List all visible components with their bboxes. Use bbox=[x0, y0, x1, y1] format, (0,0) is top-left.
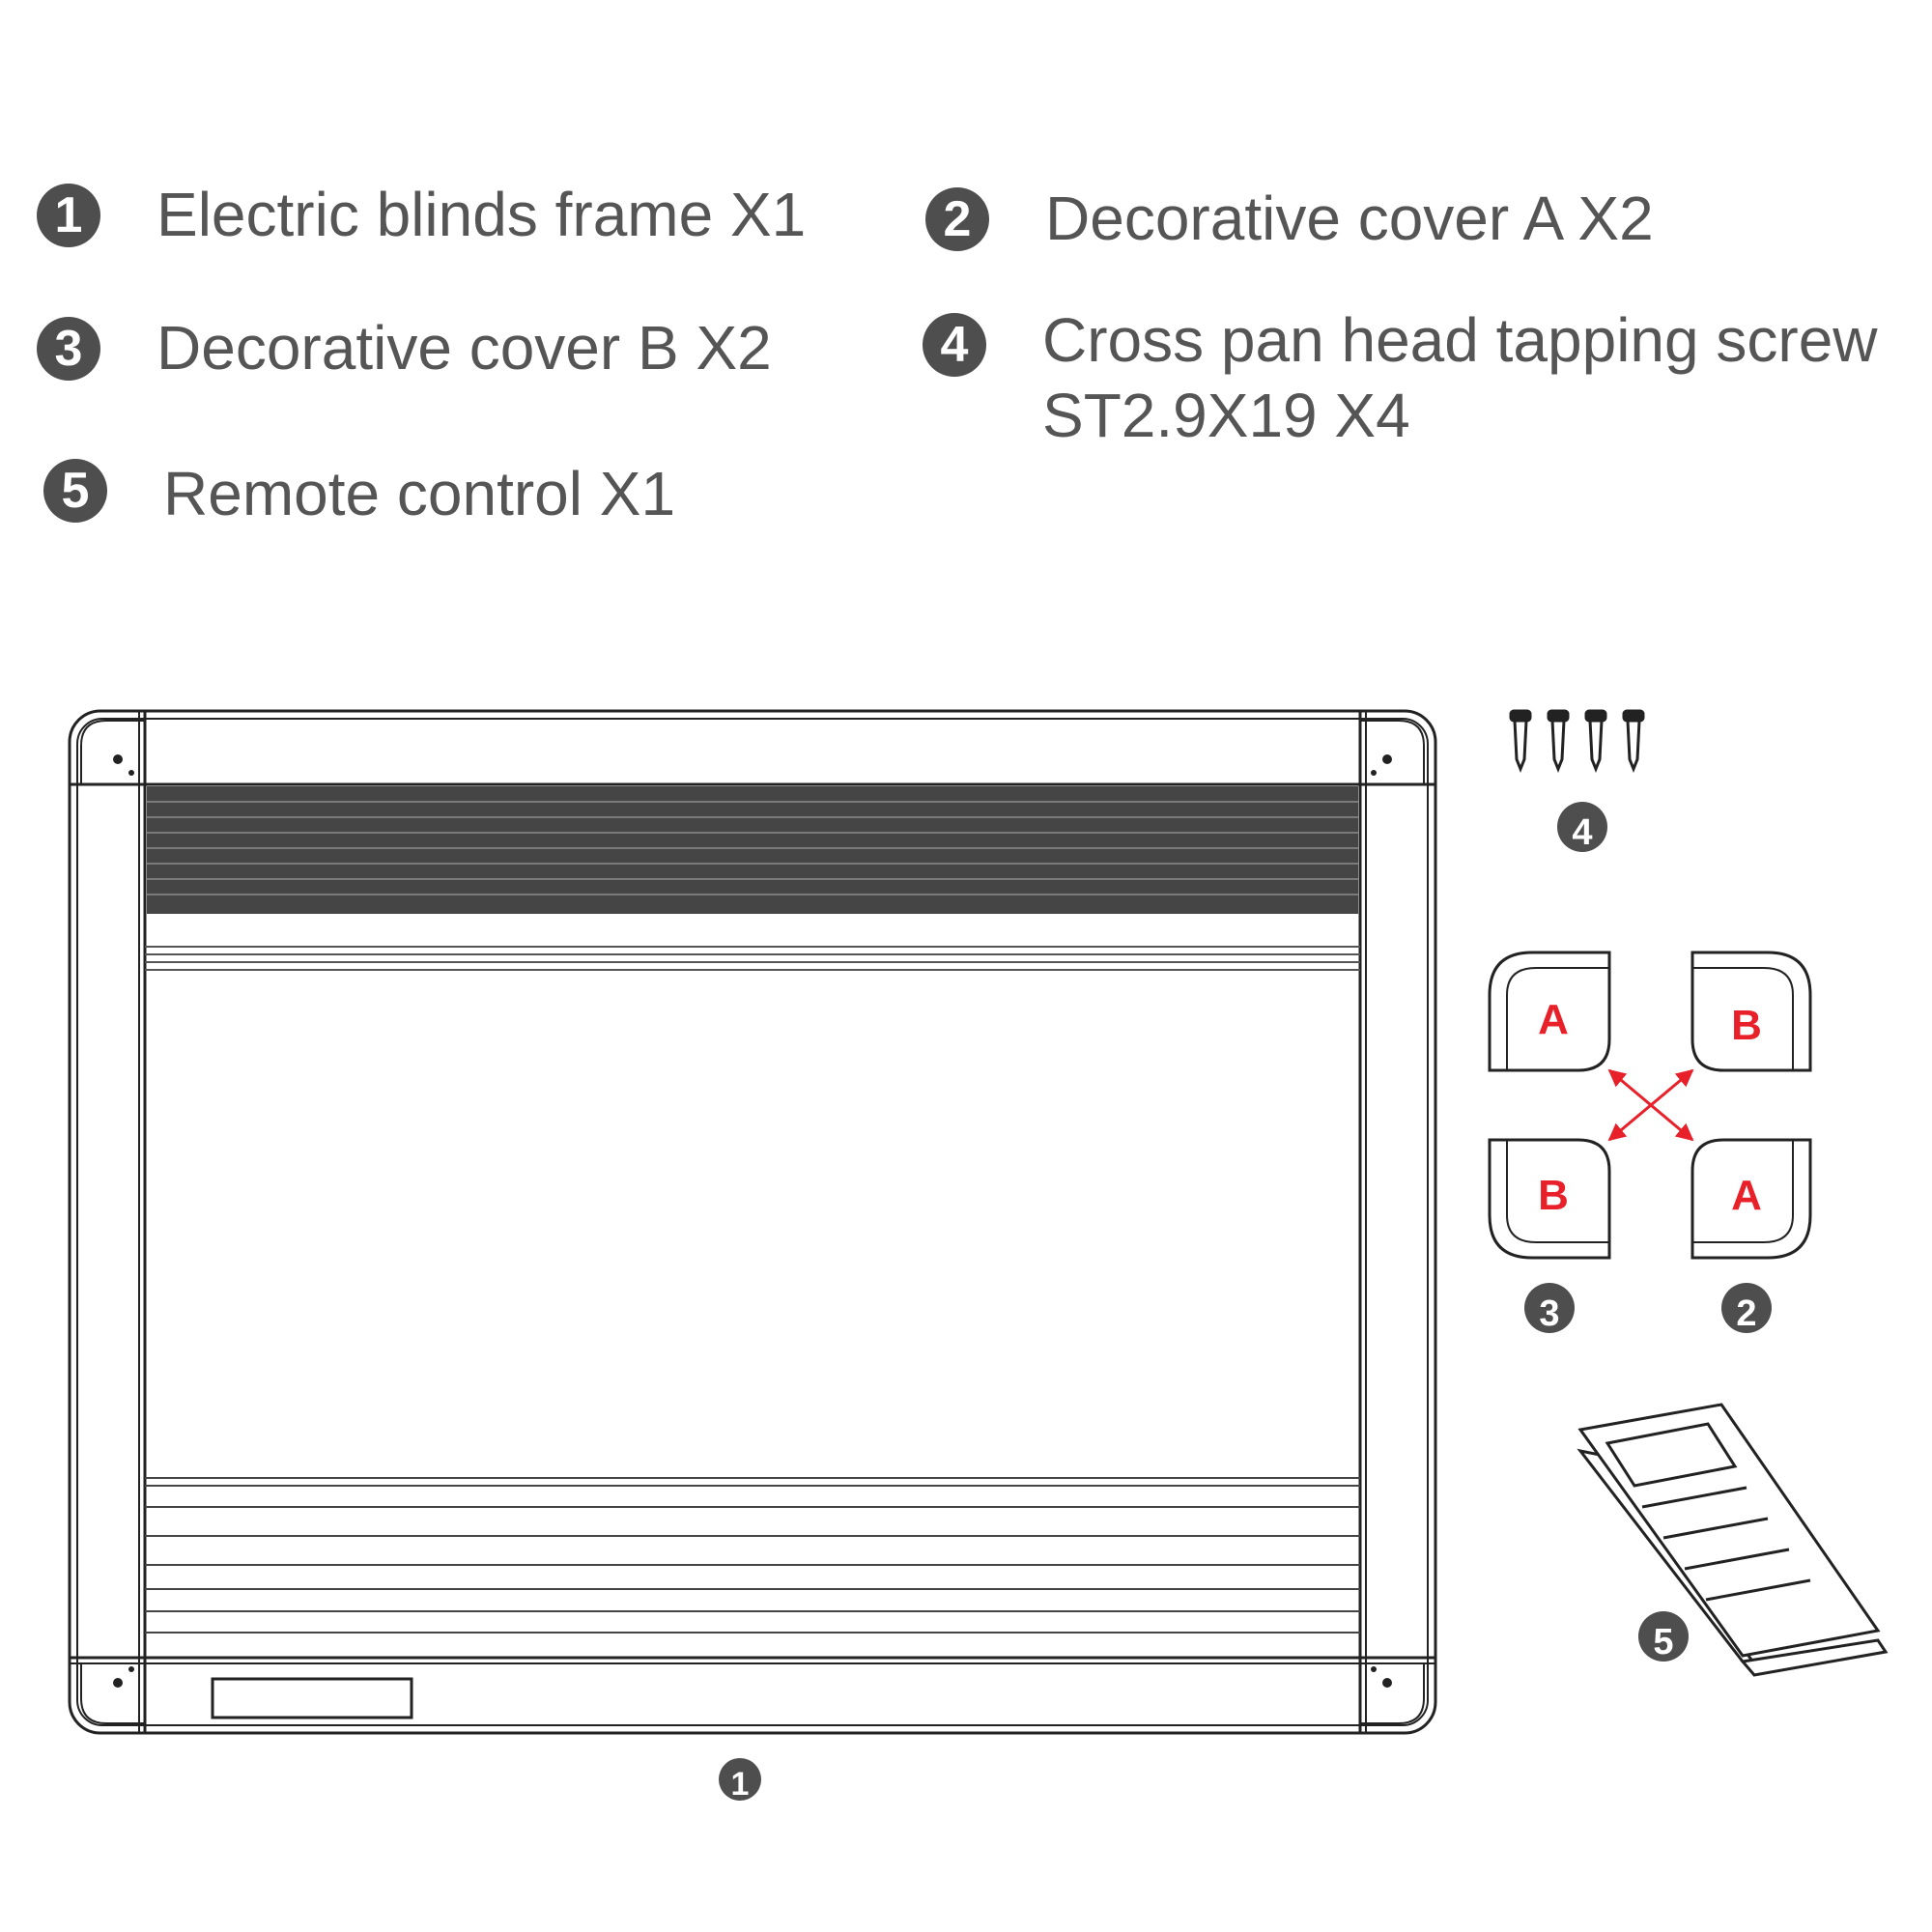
remote-screen bbox=[1605, 1422, 1738, 1488]
part-label: Cross pan head tapping screw bbox=[1042, 305, 1878, 375]
callout-number: 5 bbox=[1653, 1622, 1673, 1662]
number-badge: 5 bbox=[43, 459, 107, 523]
callout-remote: 5 bbox=[1638, 1611, 1689, 1662]
corner-bracket-bottom-right bbox=[1360, 1663, 1425, 1724]
part-label: Decorative cover A X2 bbox=[1045, 184, 1654, 253]
callout-number: 1 bbox=[731, 1766, 750, 1803]
callout-number: 4 bbox=[1572, 812, 1592, 853]
remote-bottom-edge bbox=[1740, 1638, 1889, 1677]
part-label: Decorative cover B X2 bbox=[156, 313, 772, 383]
callout-cover-a: 2 bbox=[1721, 1283, 1772, 1334]
cover-letter-bottom-left: B bbox=[1538, 1172, 1569, 1219]
cover-top-left bbox=[1488, 951, 1611, 1072]
blinds-frame bbox=[68, 709, 1437, 1735]
tapping-screws bbox=[1509, 709, 1645, 774]
shade-pleats bbox=[147, 786, 1358, 914]
callout-number: 3 bbox=[1539, 1293, 1559, 1334]
callout-screws: 4 bbox=[1557, 802, 1607, 853]
fabric-top-stripes bbox=[145, 946, 1360, 971]
screw-icon bbox=[1622, 709, 1645, 774]
fabric-bottom-stripes bbox=[145, 1477, 1360, 1634]
screw-icon bbox=[1509, 709, 1532, 774]
corner-screw-dot bbox=[113, 1678, 123, 1688]
number-badge: 3 bbox=[37, 317, 100, 381]
cover-letters: A B B A bbox=[1538, 996, 1762, 1219]
corner-screw-dot bbox=[1371, 1666, 1377, 1672]
number-badge: 2 bbox=[925, 187, 989, 251]
number-badge: 1 bbox=[37, 184, 100, 247]
callout-number: 2 bbox=[1736, 1293, 1756, 1334]
corner-screws bbox=[113, 754, 1392, 1688]
cover-top-right bbox=[1690, 951, 1812, 1072]
screw-icon bbox=[1584, 709, 1607, 774]
cover-swap-arrows bbox=[1607, 1068, 1694, 1142]
number-badge: 4 bbox=[923, 313, 986, 377]
arrow-b-to-b bbox=[1607, 1068, 1694, 1142]
remote-control bbox=[1577, 1403, 1889, 1677]
decorative-covers bbox=[1488, 951, 1812, 1260]
folded-shade-top bbox=[147, 786, 1358, 914]
corner-screw-dot bbox=[1371, 770, 1377, 776]
corner-screw-dot bbox=[1382, 1678, 1392, 1688]
corner-bracket-top-left bbox=[80, 720, 145, 784]
corner-bracket-bottom-left bbox=[80, 1663, 145, 1724]
cover-letter-bottom-right: A bbox=[1731, 1172, 1762, 1219]
corner-screw-dot bbox=[128, 770, 134, 776]
parts-list: 1 Electric blinds frame X1 2 Decorative … bbox=[0, 0, 1932, 580]
frame-inner-outline bbox=[76, 718, 1429, 1726]
cover-letter-top-left: A bbox=[1538, 996, 1569, 1043]
callout-cover-b: 3 bbox=[1524, 1283, 1575, 1334]
remote-button-divider bbox=[1662, 1517, 1769, 1540]
screw-icon bbox=[1547, 709, 1570, 774]
remote-button-divider bbox=[1684, 1548, 1790, 1571]
remote-button-divider bbox=[1705, 1578, 1811, 1602]
cover-letter-top-right: B bbox=[1731, 1002, 1762, 1049]
remote-button-divider bbox=[1641, 1486, 1747, 1509]
bottom-rail-label-slot bbox=[211, 1677, 413, 1719]
cover-bottom-right bbox=[1690, 1138, 1812, 1260]
corner-screw-dot bbox=[128, 1666, 134, 1672]
cover-bottom-left bbox=[1488, 1138, 1611, 1260]
corner-bracket-top-right bbox=[1360, 720, 1425, 784]
corner-screw-dot bbox=[113, 754, 123, 764]
frame-outer bbox=[68, 709, 1437, 1735]
part-label: Electric blinds frame X1 bbox=[156, 180, 807, 249]
blind-fabric bbox=[144, 783, 1361, 1659]
callout-frame: 1 bbox=[719, 1758, 761, 1803]
part-label: Remote control X1 bbox=[163, 459, 676, 528]
part-label-line2: ST2.9X19 X4 bbox=[1042, 381, 1410, 450]
corner-screw-dot bbox=[1382, 754, 1392, 764]
